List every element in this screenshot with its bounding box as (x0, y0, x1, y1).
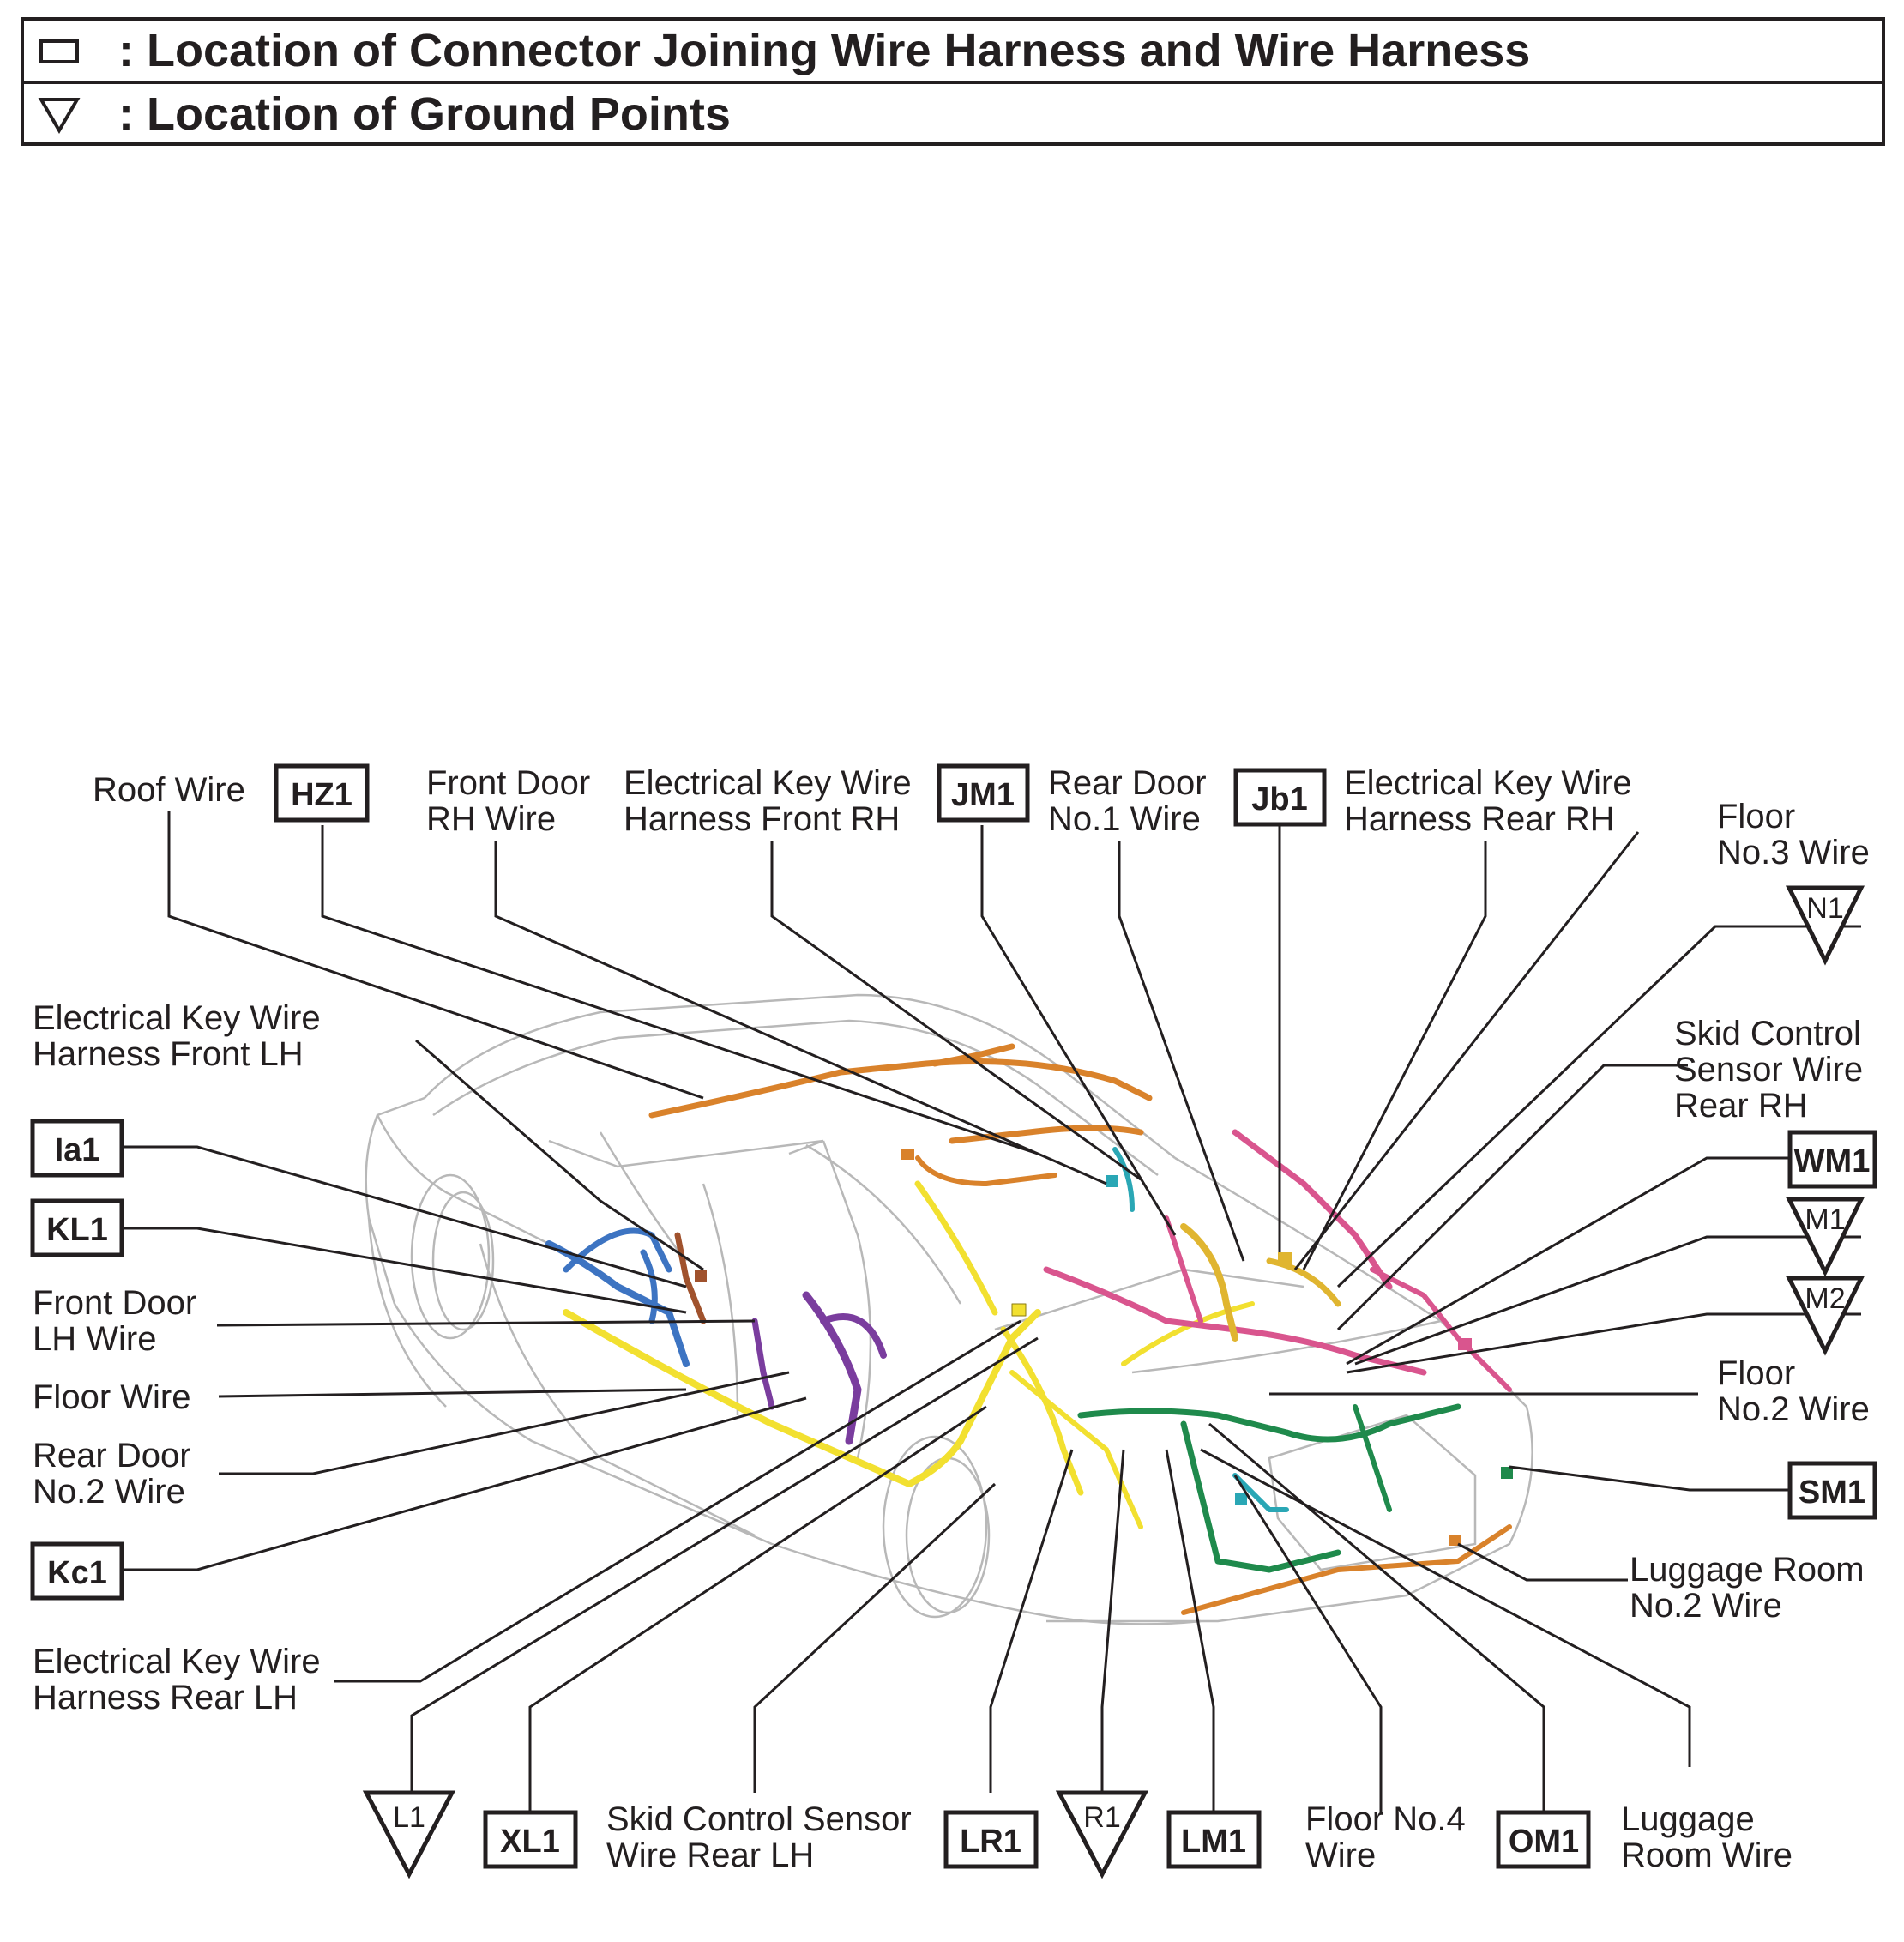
connector-Ia1-box (30, 1119, 124, 1178)
label-floor-no3-2: No.3 Wire (1717, 834, 1870, 871)
connector-HZ1: HZ1 (291, 777, 352, 813)
label-ekw-front-lh-1: Electrical Key Wire (33, 999, 321, 1037)
connector-WM1-box (1787, 1130, 1877, 1189)
label-luggage-room-2: Room Wire (1621, 1836, 1793, 1874)
rear-door-no2-harness (802, 1291, 862, 1445)
ground-code-texts: N1 M1 M2 L1 R1 (393, 892, 1846, 1834)
label-front-door-lh-2: LH Wire (33, 1320, 156, 1358)
connector-LR1-box (943, 1810, 1039, 1869)
label-floor-no4-2: Wire (1305, 1836, 1376, 1874)
ground-L1: L1 (393, 1801, 425, 1834)
legend-connector-text: : Location of Connector Joining Wire Har… (118, 25, 1531, 76)
ground-R1-icon (1055, 1790, 1149, 1879)
label-rear-door-no1-2: No.1 Wire (1048, 800, 1201, 838)
label-floor-no2-1: Floor (1717, 1354, 1795, 1392)
label-ekw-rear-lh-2: Harness Rear LH (33, 1679, 298, 1716)
label-ekw-front-rh-1: Electrical Key Wire (624, 764, 912, 802)
label-front-door-rh-2: RH Wire (426, 800, 556, 838)
connector-JM1: JM1 (951, 777, 1015, 813)
connector-codes (30, 763, 1877, 1869)
label-skid-rear-rh-1: Skid Control (1674, 1015, 1861, 1052)
floor-wire-harness (563, 1309, 1041, 1487)
connector-SM1-box (1787, 1461, 1877, 1520)
connector-Kc1-box (30, 1541, 124, 1601)
wire-labels: Roof Wire Front Door RH Wire Electrical … (33, 764, 1870, 1874)
connector-XL1: XL1 (500, 1824, 560, 1860)
label-skid-rear-rh-3: Rear RH (1674, 1087, 1808, 1125)
ground-L1-icon (362, 1790, 456, 1879)
connector-code-texts: HZ1 JM1 Jb1 WM1 SM1 Ia1 KL1 Kc1 XL1 LR1 … (46, 777, 1870, 1860)
label-front-door-rh-1: Front Door (426, 764, 590, 802)
label-ekw-rear-rh-1: Electrical Key Wire (1344, 764, 1632, 802)
label-front-door-lh-1: Front Door (33, 1284, 196, 1322)
floor-no3-harness (1043, 1266, 1427, 1376)
legend-ground-text: : Location of Ground Points (118, 88, 731, 140)
car-body-outline (365, 993, 1533, 1625)
legend-box: : Location of Connector Joining Wire Har… (21, 17, 1885, 146)
connector-HZ1-box (274, 763, 370, 823)
ground-M1: M1 (1805, 1203, 1845, 1236)
label-floor-no3-1: Floor (1717, 798, 1795, 835)
label-luggage-no2-2: No.2 Wire (1630, 1587, 1782, 1625)
connector-KL1: KL1 (46, 1212, 108, 1248)
floor-no2-harness (1077, 1403, 1461, 1443)
wire-harnesses (545, 1043, 1513, 1615)
connector-JM1-box (937, 763, 1030, 823)
connector-OM1: OM1 (1509, 1824, 1579, 1860)
label-rear-door-no2-1: Rear Door (33, 1437, 191, 1475)
ground-symbol-icon (38, 98, 81, 134)
ground-M2-icon (1785, 1276, 1865, 1356)
ground-points (362, 885, 1865, 1879)
label-roof-wire: Roof Wire (93, 771, 245, 809)
label-floor-wire: Floor Wire (33, 1378, 190, 1416)
label-ekw-rear-lh-1: Electrical Key Wire (33, 1643, 321, 1680)
ground-R1: R1 (1083, 1801, 1120, 1834)
connector-LM1-box (1166, 1810, 1262, 1869)
connector-WM1: WM1 (1794, 1143, 1871, 1179)
connector-Kc1: Kc1 (47, 1555, 107, 1591)
connector-OM1-box (1496, 1810, 1591, 1869)
label-luggage-room-1: Luggage (1621, 1800, 1755, 1838)
connector-LM1: LM1 (1181, 1824, 1246, 1860)
label-ekw-rear-rh-2: Harness Rear RH (1344, 800, 1615, 838)
connector-symbol-icon (39, 39, 79, 63)
label-floor-no4-1: Floor No.4 (1305, 1800, 1466, 1838)
label-ekw-front-lh-2: Harness Front LH (33, 1035, 304, 1073)
label-floor-no2-2: No.2 Wire (1717, 1390, 1870, 1428)
connector-SM1: SM1 (1799, 1475, 1865, 1511)
label-rear-door-no1-1: Rear Door (1048, 764, 1207, 802)
ground-M1-icon (1785, 1197, 1865, 1277)
roof-wire-harness (648, 1058, 1153, 1119)
connector-Ia1: Ia1 (55, 1132, 100, 1168)
legend-ground-row: : Location of Ground Points (24, 84, 1882, 145)
label-luggage-no2-1: Luggage Room (1630, 1551, 1865, 1589)
connector-LR1: LR1 (960, 1824, 1021, 1860)
connector-Jb1-box (1233, 768, 1327, 827)
connector-Jb1: Jb1 (1251, 781, 1307, 817)
label-skid-rear-rh-2: Sensor Wire (1674, 1051, 1863, 1089)
ground-M2: M2 (1805, 1282, 1845, 1315)
connector-KL1-box (30, 1198, 124, 1257)
label-rear-door-no2-2: No.2 Wire (33, 1473, 185, 1511)
ground-N1-icon (1785, 885, 1865, 966)
label-skid-rear-lh-1: Skid Control Sensor (606, 1800, 912, 1838)
leader-lines (123, 811, 1861, 1812)
label-ekw-front-rh-2: Harness Front RH (624, 800, 900, 838)
legend-connector-row: : Location of Connector Joining Wire Har… (24, 21, 1882, 84)
connector-XL1-box (483, 1810, 578, 1869)
ground-N1: N1 (1806, 892, 1843, 925)
label-skid-rear-lh-2: Wire Rear LH (606, 1836, 814, 1874)
